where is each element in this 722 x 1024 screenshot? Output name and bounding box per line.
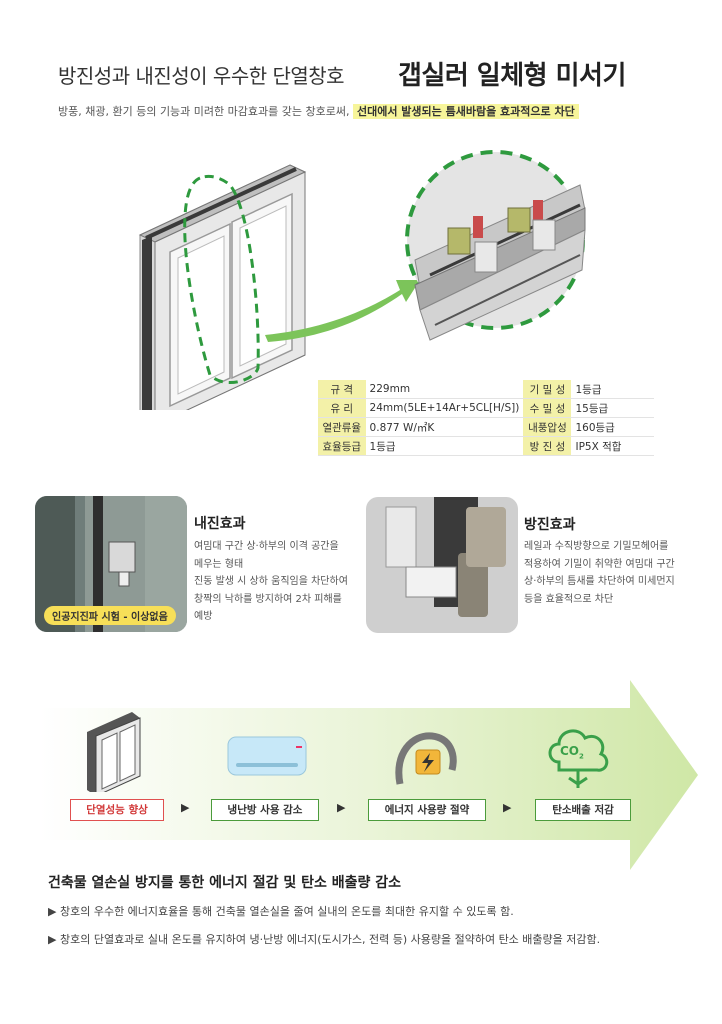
- subtitle-text: 방풍, 채광, 환기 등의 기능과 미려한 마감효과를 갖는 창호로써,: [58, 105, 350, 118]
- highlight-dashed-outline: [183, 174, 260, 385]
- step-arrow-1: ▶: [181, 801, 190, 814]
- spec-value2: IP5X 적합: [571, 436, 654, 456]
- description-line: 상·하부의 틈새를 차단하여 미세먼지: [524, 576, 675, 587]
- page-title-left: 방진성과 내진성이 우수한 단열창호: [58, 64, 345, 88]
- spec-value: 0.877 W/㎡K: [365, 417, 524, 437]
- step-insulation: 단열성능 향상: [70, 799, 164, 821]
- description-line: 적용하여 기밀이 취약한 여밈대 구간: [524, 558, 675, 570]
- bottom-line-2: ▶ 창호의 단열효과로 실내 온도를 유지하여 냉·난방 에너지(도시가스, 전…: [48, 931, 600, 947]
- co2-cloud-icon: [548, 729, 609, 788]
- co2-subscript: 2: [579, 752, 584, 761]
- rail-dark-line-2: [434, 254, 581, 326]
- description-line: 여밈대 구간 상·하부의 이격 공간을: [194, 541, 339, 552]
- description-line: 예방: [194, 611, 213, 622]
- description-line: 메우는 형태: [194, 558, 244, 570]
- spec-value: 229mm: [365, 380, 524, 399]
- spec-label2: 기 밀 성: [523, 380, 572, 399]
- dust-title: 방진효과: [524, 517, 576, 533]
- spec-label: 열관류율: [318, 417, 366, 437]
- step-energy-save: 에너지 사용량 절약: [368, 799, 486, 821]
- step-hvac-reduce: 냉난방 사용 감소: [211, 799, 319, 821]
- spec-value: 1등급: [365, 436, 524, 456]
- window-illustration: [138, 150, 586, 410]
- spec-label: 유 리: [318, 398, 366, 418]
- description-line: 진동 발생 시 상하 움직임을 차단하여: [194, 576, 348, 587]
- spec-value2: 15등급: [571, 398, 654, 418]
- step-carbon-reduce: 탄소배출 저감: [535, 799, 631, 821]
- step-arrow-2: ▶: [337, 801, 346, 814]
- bullet-icon: ▶: [48, 933, 57, 946]
- banner-arrow-shape: [40, 680, 698, 870]
- spec-value: 24mm(5LE+14Ar+5CL[H/S]): [365, 398, 524, 418]
- bottom-line-1: ▶ 창호의 우수한 에너지효율을 통해 건축물 열손실을 줄여 실내의 온도를 …: [48, 903, 514, 919]
- energy-plug-icon: [395, 732, 457, 785]
- co2-text: CO: [560, 744, 580, 758]
- step-arrow-3: ▶: [503, 801, 512, 814]
- quake-title: 내진효과: [194, 516, 246, 532]
- subtitle-highlight: 선대에서 발생되는 틈새바람을 효과적으로 차단: [352, 104, 579, 119]
- spec-label2: 수 밀 성: [523, 398, 572, 418]
- bottom-line-2-text: 창호의 단열효과로 실내 온도를 유지하여 냉·난방 에너지(도시가스, 전력 …: [59, 933, 601, 946]
- description-line: 레일과 수직방향으로 기밀모헤어를: [524, 541, 669, 552]
- description-line: 등을 효율적으로 차단: [524, 593, 614, 605]
- bullet-icon: ▶: [48, 905, 57, 918]
- gap-sealer-red-1: [473, 216, 483, 238]
- spec-label2: 내풍압성: [523, 417, 572, 437]
- page-title-right: 갭실러 일체형 미서기: [398, 61, 626, 91]
- dust-photo: [366, 497, 518, 633]
- spec-value2: 160등급: [571, 417, 654, 437]
- gap-sealer-bracket-1: [474, 241, 498, 273]
- green-arrow-icon: [265, 280, 420, 342]
- glass-right: [239, 205, 287, 367]
- bottom-title: 건축물 열손실 방지를 통한 에너지 절감 및 탄소 배출량 감소: [48, 875, 401, 891]
- frame-top-stripe: [145, 167, 297, 240]
- glass-left: [177, 235, 225, 395]
- gap-sealer-block-1: [447, 227, 471, 255]
- description-line: 창짝의 낙하를 방지하여 2차 피해를: [194, 593, 342, 605]
- page-subtitle: 방풍, 채광, 환기 등의 기능과 미려한 마감효과를 갖는 창호로써, 선대에…: [58, 103, 579, 119]
- co2-label: CO2: [560, 744, 584, 760]
- gap-sealer-red-2: [533, 200, 543, 220]
- gap-sealer-bracket-2: [532, 219, 556, 251]
- spec-label: 효율등급: [318, 436, 366, 456]
- spec-label2: 방 진 성: [523, 436, 572, 456]
- bottom-line-1-text: 창호의 우수한 에너지효율을 통해 건축물 열손실을 줄여 실내의 온도를 최대…: [59, 905, 514, 918]
- window-icon: [87, 712, 141, 792]
- spec-value2: 1등급: [571, 380, 654, 399]
- air-conditioner-icon: [227, 736, 307, 776]
- quake-test-badge: 인공지진파 시험 - 이상없음: [44, 606, 176, 625]
- frame-side-stripe: [142, 236, 152, 410]
- spec-label: 규 격: [318, 380, 366, 399]
- process-banner-bg: [40, 680, 698, 870]
- gap-sealer-block-2: [507, 207, 531, 233]
- rail-dark-line: [429, 203, 581, 277]
